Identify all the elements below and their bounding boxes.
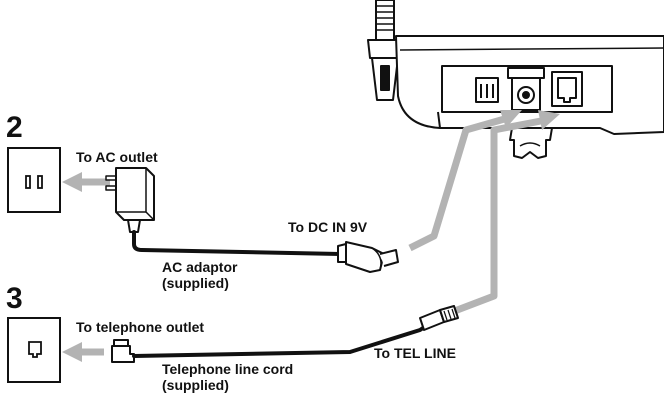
wall-side-modular-plug-icon: [111, 339, 135, 363]
dc-plug-icon: [337, 241, 399, 273]
dc-in-arrowhead: [500, 110, 522, 128]
telephone-wall-jack-icon: [7, 317, 61, 383]
ac-adaptor-icon: [105, 167, 155, 233]
label-to-tel-line: To TEL LINE: [374, 345, 456, 361]
label-ac-adaptor: AC adaptor: [162, 259, 238, 275]
ac-wall-outlet-icon: [7, 147, 61, 213]
tel-line-leader-arrow: [450, 116, 547, 316]
connection-arrows: [62, 110, 560, 362]
base-unit: [367, 0, 664, 159]
label-to-dc-in: To DC IN 9V: [288, 219, 368, 235]
label-telephone-line-cord-supplied: (supplied): [162, 377, 229, 393]
label-to-ac-outlet: To AC outlet: [76, 149, 158, 165]
step-number-2: 2: [6, 111, 23, 144]
antenna: [367, 0, 403, 101]
dc-in-leader-arrow: [408, 114, 509, 252]
ac-adaptor-cord: [132, 230, 342, 256]
step-number-3: 3: [6, 282, 23, 315]
label-to-telephone-outlet: To telephone outlet: [76, 319, 204, 335]
dc-in-jack: [507, 67, 545, 111]
label-ac-adaptor-supplied: (supplied): [162, 275, 229, 291]
ac-outlet-arrow: [62, 172, 110, 192]
label-telephone-line-cord: Telephone line cord: [162, 361, 293, 377]
tel-line-arrowhead: [538, 110, 560, 130]
tel-line-modular-plug-icon: [419, 305, 459, 331]
tel-line-jack: [551, 71, 583, 107]
telephone-outlet-arrow: [62, 342, 104, 362]
